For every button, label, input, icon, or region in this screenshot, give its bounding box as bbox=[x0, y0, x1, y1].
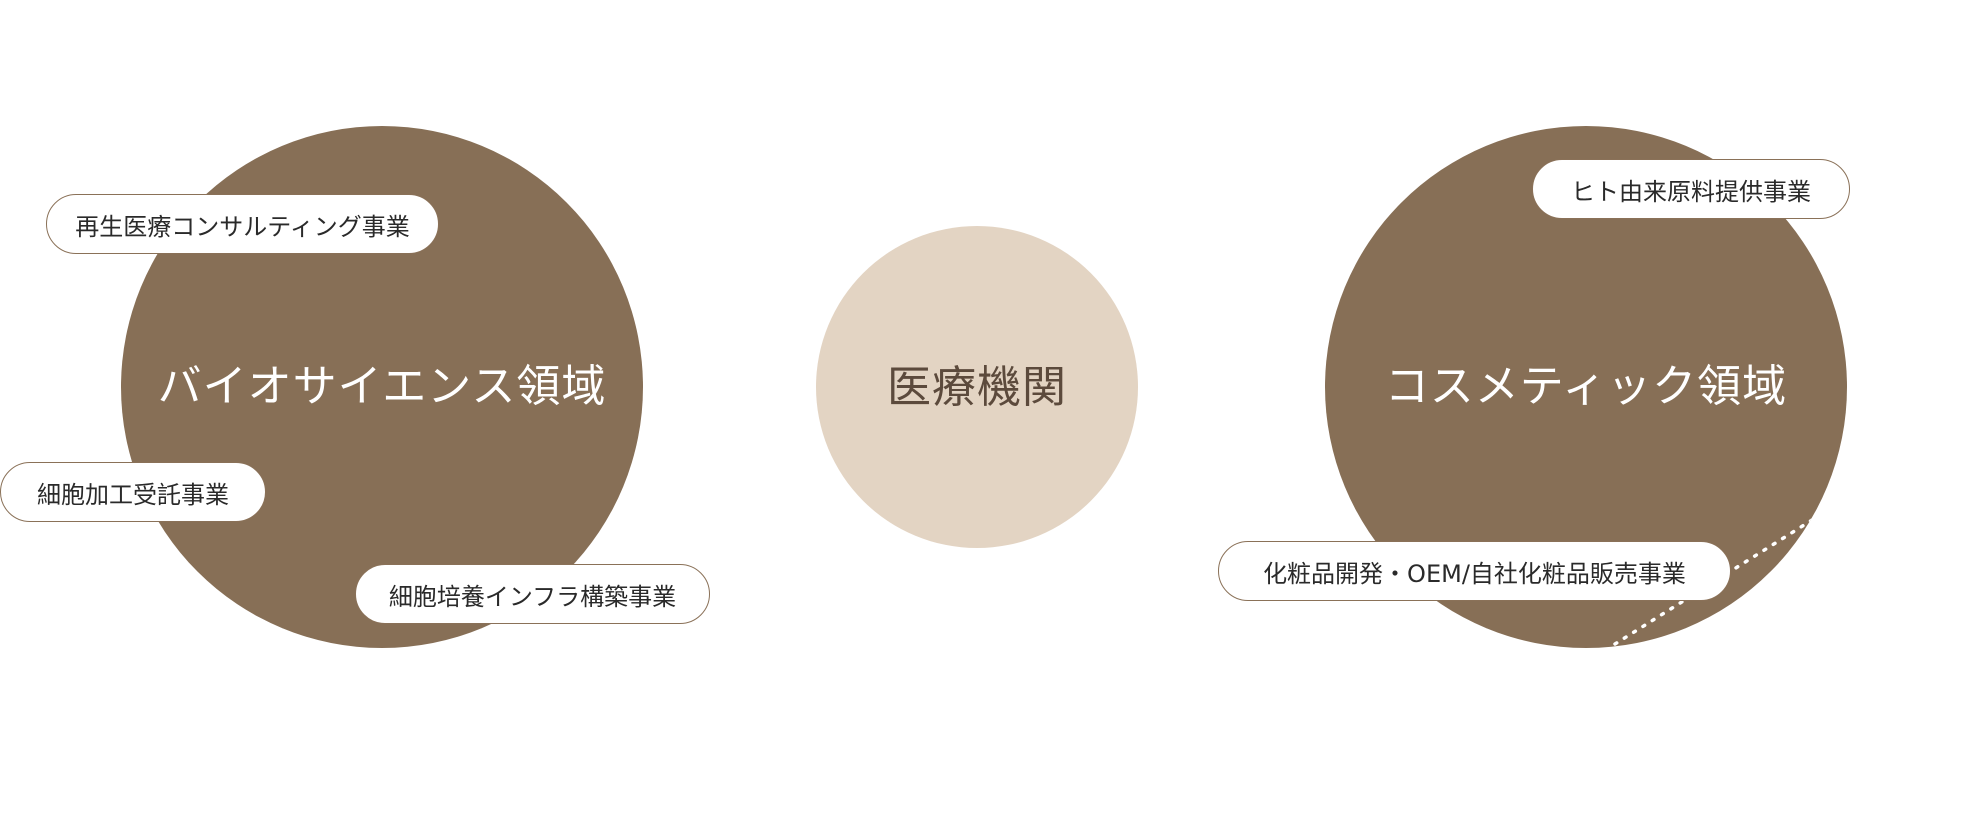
business-pill-cell-processing[interactable]: 細胞加工受託事業 bbox=[0, 462, 266, 522]
business-pill-label: 細胞培養インフラ構築事業 bbox=[388, 582, 677, 611]
business-pill-label: ヒト由来原料提供事業 bbox=[1571, 177, 1811, 206]
cosmetic-domain-label: コスメティック領域 bbox=[1384, 361, 1788, 412]
dotted-connector-path bbox=[1613, 496, 1847, 646]
dotted-connector-line bbox=[1613, 496, 1847, 646]
business-pill-label: 細胞加工受託事業 bbox=[37, 480, 229, 509]
business-pill-human-materials[interactable]: ヒト由来原料提供事業 bbox=[1532, 159, 1850, 219]
medical-institution-label: 医療機関 bbox=[887, 362, 1067, 413]
business-pill-label: 化粧品開発・OEM/自社化粧品販売事業 bbox=[1263, 559, 1686, 588]
business-pill-label: 再生医療コンサルティング事業 bbox=[75, 212, 410, 241]
business-pill-regen-consulting[interactable]: 再生医療コンサルティング事業 bbox=[46, 194, 439, 254]
business-pill-cosmetic-dev[interactable]: 化粧品開発・OEM/自社化粧品販売事業 bbox=[1218, 541, 1731, 601]
bioscience-domain-label: バイオサイエンス領域 bbox=[157, 361, 607, 412]
business-pill-cell-culture-infra[interactable]: 細胞培養インフラ構築事業 bbox=[355, 564, 710, 624]
medical-institution-circle: 医療機関 bbox=[816, 226, 1138, 548]
